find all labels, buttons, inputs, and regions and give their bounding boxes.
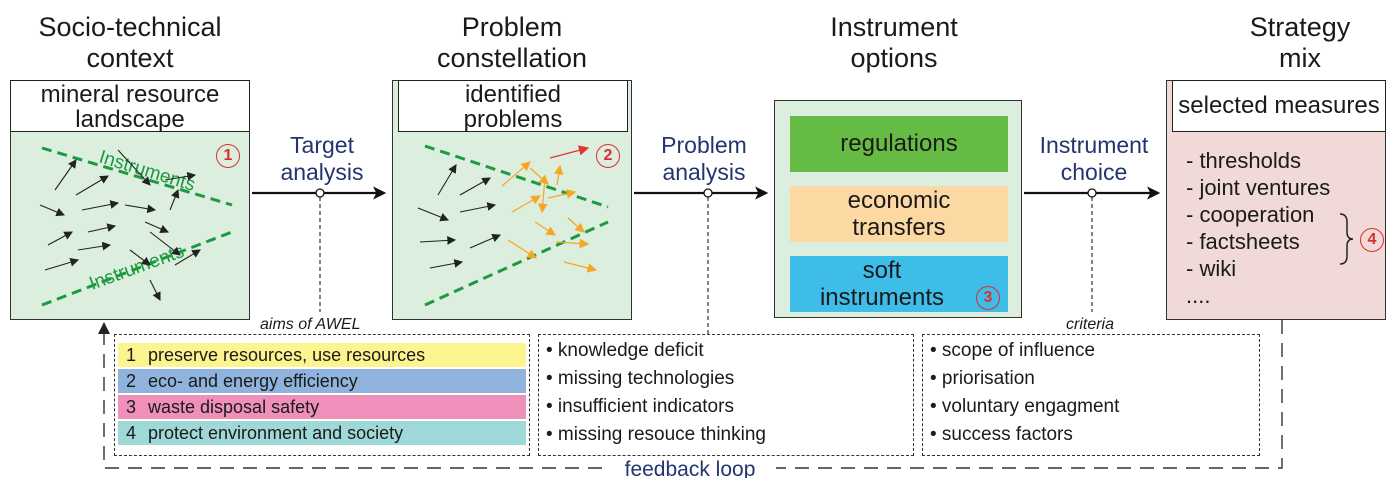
problem-boundary-lines bbox=[424, 144, 609, 307]
criteria-annotation: criteria bbox=[1066, 316, 1115, 333]
step-number-4: 4 bbox=[1360, 228, 1384, 252]
criteria-box bbox=[922, 334, 1260, 456]
criteria-item: • success factors bbox=[930, 424, 1073, 445]
step-number-3: 3 bbox=[976, 286, 1000, 310]
criteria-item: • scope of influence bbox=[930, 340, 1096, 361]
aims-box bbox=[114, 334, 530, 456]
measure-item: .... bbox=[1186, 283, 1211, 308]
feedback-loop-label: feedback loop bbox=[625, 458, 756, 478]
problem-orange-arrows bbox=[501, 161, 598, 273]
problem-red-arrow bbox=[549, 145, 590, 159]
measure-item: - thresholds bbox=[1186, 148, 1301, 173]
problem-black-arrows bbox=[417, 164, 502, 269]
problems-box bbox=[538, 334, 914, 456]
actor-arrows bbox=[39, 149, 201, 301]
instrument-boundary-lines bbox=[41, 146, 233, 307]
measure-item: - cooperation bbox=[1186, 202, 1315, 227]
flow-nodes bbox=[315, 188, 1097, 198]
annotation-connectors bbox=[319, 197, 1093, 334]
step-number-1: 1 bbox=[216, 144, 240, 168]
option-regulations: regulations bbox=[790, 116, 1008, 172]
feedback-loop bbox=[103, 320, 1283, 469]
measure-item: - joint ventures bbox=[1186, 175, 1331, 200]
feedback-arrowhead bbox=[98, 322, 110, 334]
problem-item: • missing technologies bbox=[546, 368, 735, 389]
instruments-label-top: Instruments bbox=[97, 147, 198, 196]
criteria-item: • voluntary engagment bbox=[930, 396, 1120, 417]
problem-item: • knowledge deficit bbox=[546, 340, 704, 361]
measure-brace bbox=[1339, 213, 1354, 265]
measure-item: - wiki bbox=[1186, 256, 1237, 281]
criteria-item: • priorisation bbox=[930, 368, 1035, 389]
selected-measures-label: selected measures bbox=[1172, 80, 1386, 132]
feedback-label-bg bbox=[604, 458, 776, 478]
problem-item: • missing resouce thinking bbox=[546, 424, 766, 445]
step-number-2: 2 bbox=[596, 144, 620, 168]
problem-item: • insufficient indicators bbox=[546, 396, 734, 417]
measure-item: - factsheets bbox=[1186, 229, 1300, 254]
aims-annotation: aims of AWEL bbox=[260, 316, 361, 333]
